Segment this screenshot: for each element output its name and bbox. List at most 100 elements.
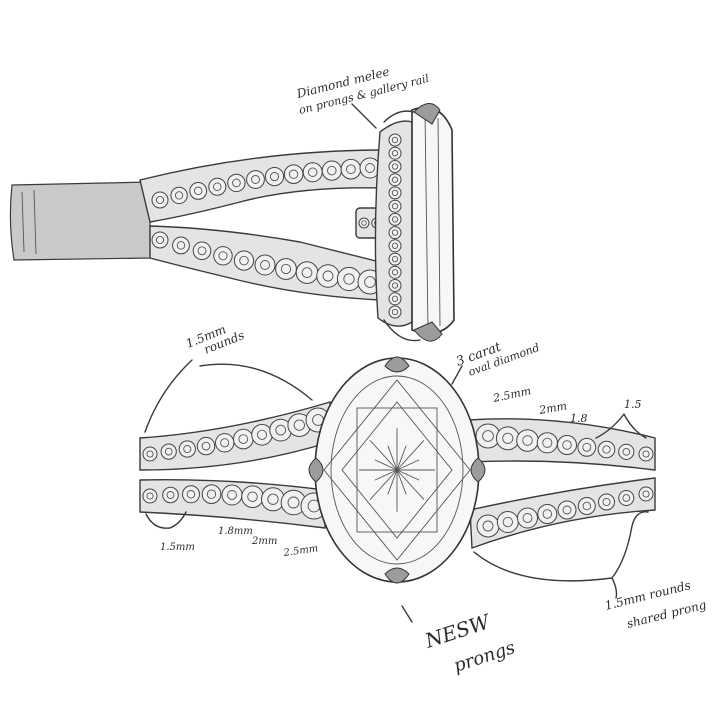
pave-stone (142, 446, 158, 462)
stone-facet (482, 520, 494, 532)
stone-facet (280, 263, 292, 275)
stone-facet (293, 419, 305, 431)
pave-stone (215, 433, 235, 453)
pave-stone (213, 246, 233, 266)
stone-facet (232, 178, 241, 188)
stone-facet (206, 489, 217, 499)
pave-stone (221, 484, 243, 506)
stone-facet (391, 216, 399, 223)
pave-stone (358, 217, 370, 229)
top-view (139, 356, 656, 584)
prong-north (384, 356, 410, 373)
size-label-2-5mm-upper: 2.5mm (491, 384, 532, 405)
stone-facet (391, 229, 399, 236)
pave-stone (557, 435, 577, 455)
pave-stone (254, 254, 276, 276)
stone-facet (642, 450, 650, 458)
pave-stone (246, 170, 265, 189)
pave-stone (388, 173, 402, 187)
stone-facet (391, 255, 399, 263)
pave-stone (336, 266, 362, 292)
side-view (9, 103, 455, 342)
pave-stone (557, 500, 577, 520)
pave-stone (192, 241, 212, 261)
pave-stone (275, 258, 297, 280)
nesw-annotation: NESW prongs (401, 605, 518, 677)
stone-facet (327, 165, 337, 176)
lower-size-labels: 1.5mm 1.8mm 2mm 2.5mm (145, 511, 319, 559)
stone-facet (166, 491, 175, 499)
pave-stone (388, 226, 402, 240)
pave-stone (151, 191, 169, 209)
stone-facet (602, 497, 611, 507)
stone-facet (256, 429, 268, 440)
stone-facet (186, 490, 196, 499)
pave-stone (537, 504, 558, 524)
stone-facet (220, 438, 230, 448)
size-label-2mm-lower: 2mm (251, 536, 277, 547)
pave-stone (251, 424, 273, 446)
pave-stone (172, 236, 190, 255)
pave-stone (233, 428, 254, 450)
pave-stone (162, 486, 179, 504)
stone-facet (146, 450, 154, 458)
facet-ray (396, 469, 425, 500)
stone-facet (391, 176, 399, 183)
pave-stone (196, 436, 216, 456)
pave-stone (638, 486, 654, 502)
pave-stone (302, 162, 323, 183)
stone-facet (391, 136, 399, 144)
size-label-1-5mm-lower: 1.5mm (160, 542, 195, 553)
pave-stone (388, 199, 402, 213)
pave-stone (182, 485, 200, 504)
center-stone-side (411, 106, 455, 335)
pave-stone (577, 437, 597, 457)
stone-facet (267, 493, 279, 505)
stone-facet (213, 182, 222, 191)
pave-stone (208, 177, 227, 196)
pave-stone (516, 429, 539, 452)
upper-right-pave-stones (475, 423, 654, 462)
size-label-2mm-upper: 2mm (537, 399, 568, 417)
facet-ray (396, 440, 425, 471)
pave-stone (201, 484, 222, 505)
stone-facet (522, 513, 533, 523)
pave-stone (388, 292, 402, 306)
pave-stone (577, 497, 596, 515)
pave-stone (388, 212, 402, 226)
stone-facet (502, 516, 513, 528)
stone-facet (146, 492, 154, 500)
pave-stone (388, 186, 402, 200)
pave-stone (388, 146, 402, 160)
stone-facet (391, 163, 399, 170)
stone-facet (391, 269, 399, 276)
stone-facet (391, 189, 399, 197)
stone-facet (622, 494, 631, 502)
pave-stone (283, 164, 304, 184)
stone-facet (391, 242, 399, 249)
upper-left-pave-stones (142, 407, 331, 462)
upper-band-pave-stones (151, 157, 381, 209)
stone-facet (288, 169, 299, 179)
stone-facet (361, 220, 367, 226)
stone-facet (522, 435, 533, 446)
size-label-2-5mm-lower: 2.5mm (282, 543, 319, 559)
prong-east (470, 457, 486, 483)
size-label-1-5-upper: 1.5 (624, 398, 642, 411)
size-label-1-8-upper: 1.8 (570, 412, 588, 425)
pave-stone (178, 440, 196, 458)
stone-facet (322, 270, 334, 282)
stone-facet (502, 432, 514, 444)
stone-facet (174, 191, 184, 200)
pave-stone (476, 514, 500, 538)
stone-facet (582, 501, 592, 511)
facet-ray (396, 469, 420, 481)
stone-facet (343, 273, 355, 285)
pave-stone (388, 133, 402, 147)
stone-facet (602, 445, 611, 454)
prong-top-side (413, 103, 441, 125)
pave-stone (233, 250, 255, 271)
stone-facet (391, 150, 399, 157)
pave-stone (170, 186, 188, 205)
prong-south (384, 567, 410, 584)
